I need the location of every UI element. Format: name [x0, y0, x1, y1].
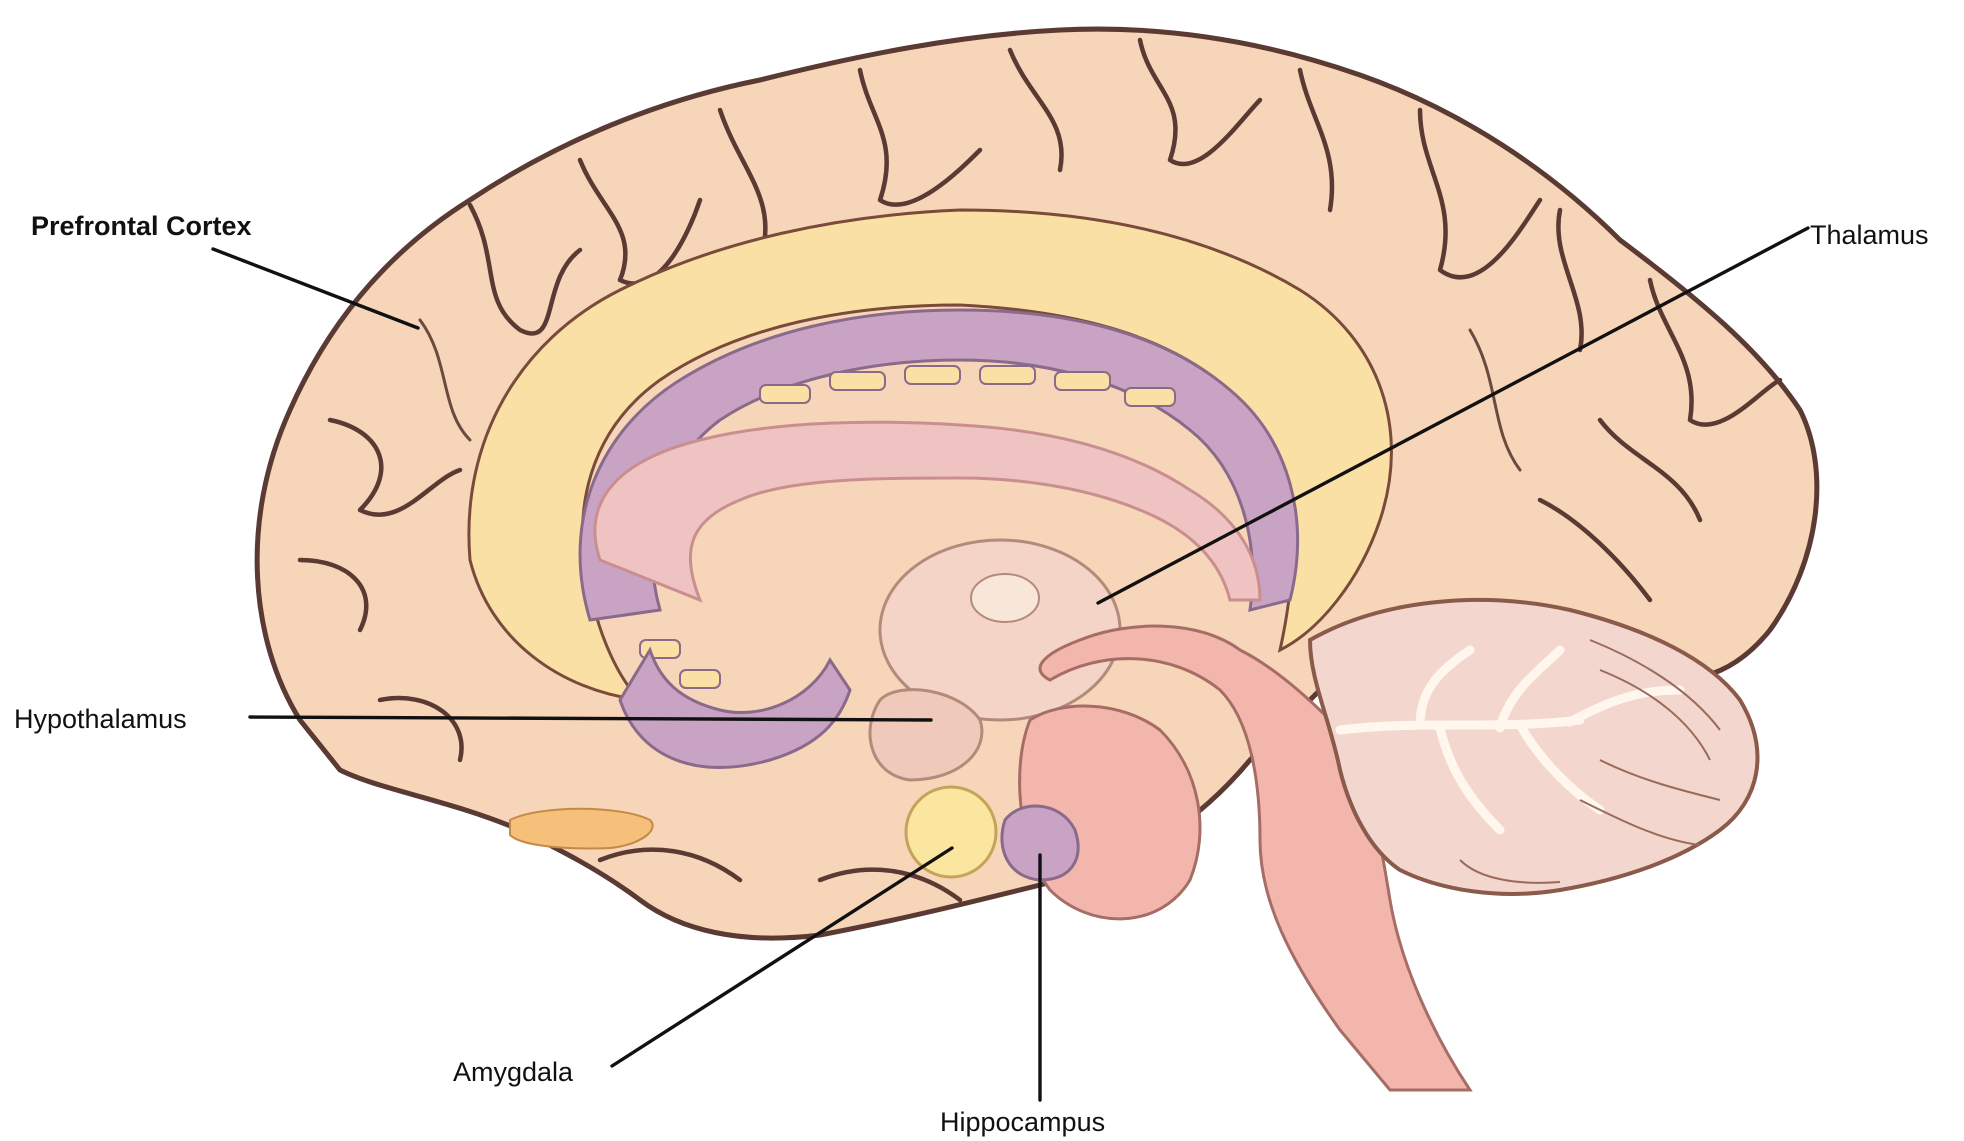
hippocampus-label: Hippocampus: [940, 1107, 1105, 1137]
thalamus-center: [971, 574, 1039, 622]
amygdala-label: Amygdala: [453, 1057, 574, 1087]
prefrontal-cortex-label: Prefrontal Cortex: [31, 211, 252, 241]
amygdala-structure: [906, 787, 996, 877]
thalamus-label: Thalamus: [1810, 220, 1929, 250]
olfactory-bulb: [510, 809, 653, 849]
hypothalamus-label: Hypothalamus: [14, 704, 187, 734]
